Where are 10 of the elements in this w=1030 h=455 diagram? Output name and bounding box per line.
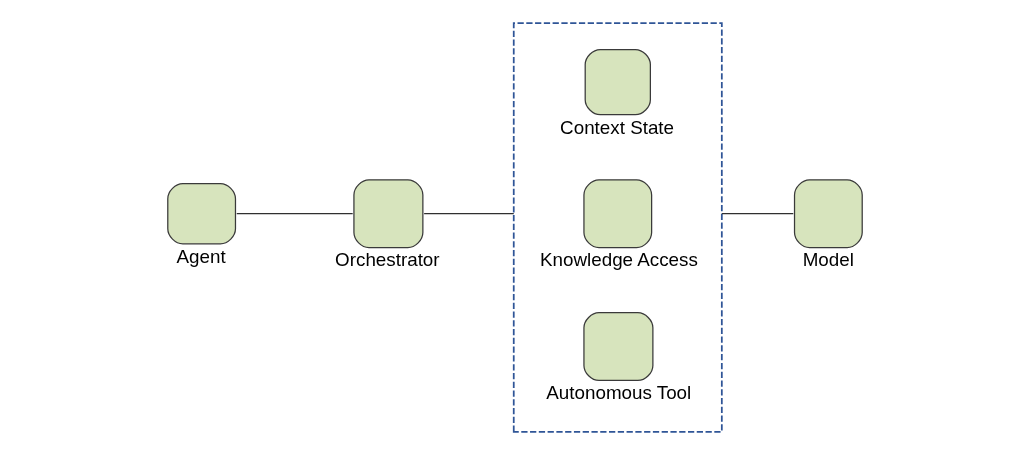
node-label: Model — [802, 249, 854, 271]
node-label: Knowledge Access — [540, 249, 698, 271]
node-label: Autonomous Tool — [546, 382, 692, 404]
connector — [423, 213, 515, 215]
node-label: Orchestrator — [335, 249, 440, 271]
cluster — [512, 22, 723, 433]
node-label: Context State — [560, 116, 675, 138]
connector — [721, 213, 794, 215]
node-label: Agent — [176, 245, 226, 267]
connector — [236, 213, 354, 215]
